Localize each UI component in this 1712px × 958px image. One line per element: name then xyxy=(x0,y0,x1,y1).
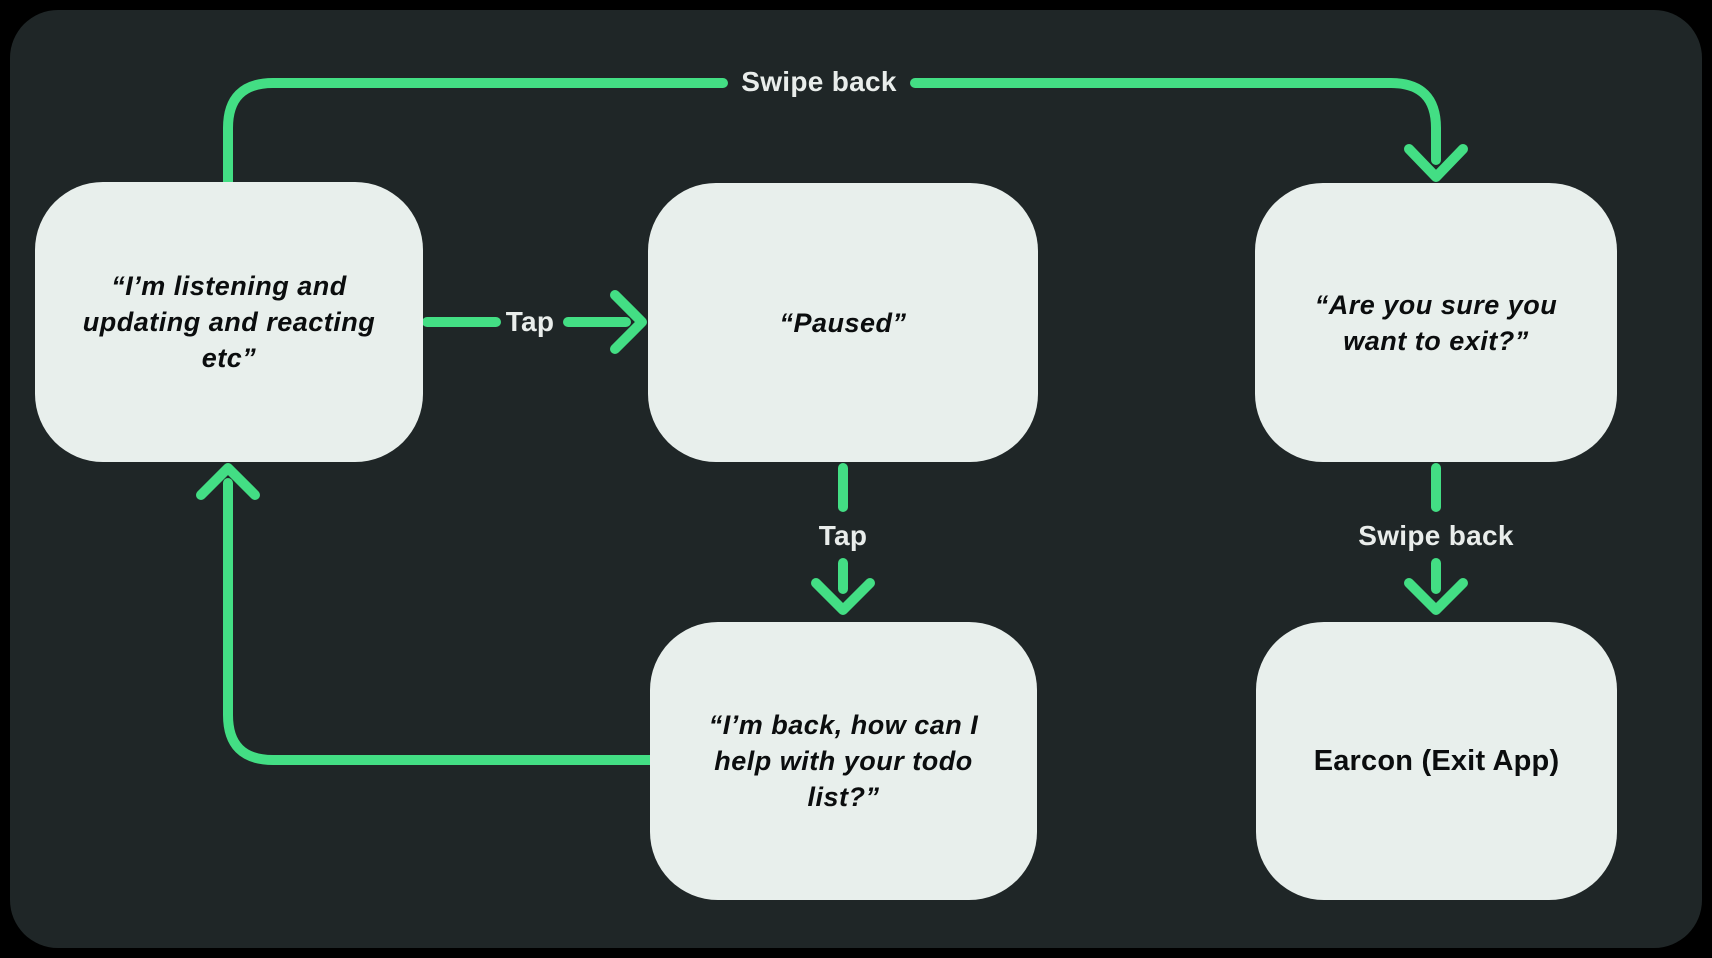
arrowhead-up-into-listening xyxy=(196,463,260,500)
node-earcon-exit[interactable]: Earcon (Exit App) xyxy=(1256,622,1617,900)
arrowhead-right-into-paused xyxy=(610,290,647,354)
node-back-todo[interactable]: “I’m back, how can I help with your todo… xyxy=(650,622,1037,900)
edge-label-tap-horizontal: Tap xyxy=(505,306,555,337)
edge-label-tap-vertical: Tap xyxy=(818,520,868,551)
node-listening-text: “I’m listening and updating and reacting… xyxy=(82,271,376,373)
arrow-swipe-back-top-right-segment xyxy=(910,78,1441,165)
edge-label-swipe-back-top: Swipe back xyxy=(741,66,897,97)
node-paused-text: “Paused” xyxy=(779,307,907,338)
arrow-swipe-back-top-left-segment xyxy=(223,78,728,187)
arrow-loop-back-segment xyxy=(223,478,655,765)
node-confirm-exit[interactable]: “Are you sure you want to exit?” xyxy=(1255,183,1617,462)
node-back-todo-text: “I’m back, how can I help with your todo… xyxy=(708,710,979,812)
node-paused[interactable]: “Paused” xyxy=(648,183,1038,462)
arrowhead-down-into-confirm-exit xyxy=(1404,144,1468,182)
arrowhead-down-into-back-todo xyxy=(811,578,875,615)
node-confirm-exit-text: “Are you sure you want to exit?” xyxy=(1314,289,1558,356)
edge-label-swipe-back-vertical: Swipe back xyxy=(1358,520,1514,551)
node-earcon-exit-text: Earcon (Exit App) xyxy=(1313,745,1560,777)
node-listening[interactable]: “I’m listening and updating and reacting… xyxy=(35,182,423,462)
arrowhead-down-into-earcon-exit xyxy=(1404,578,1468,615)
